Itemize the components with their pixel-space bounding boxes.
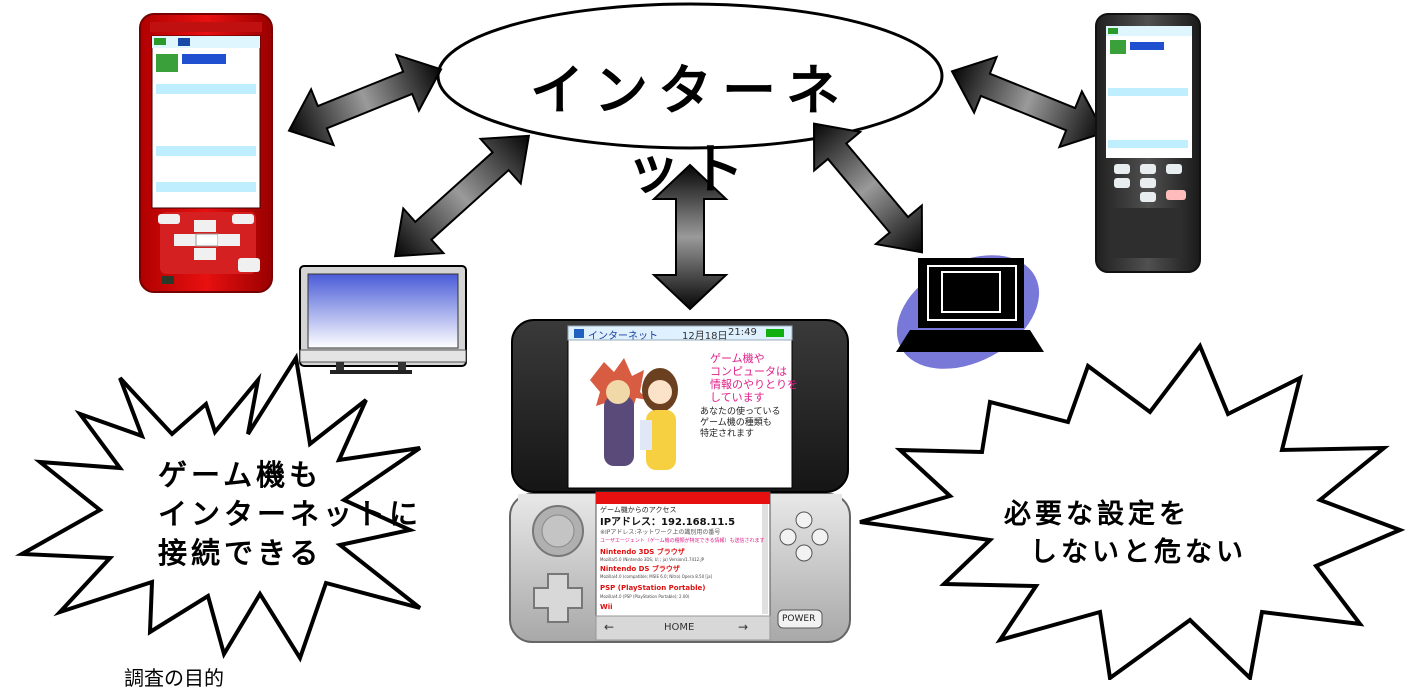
burst-right-line-1: 必要な設定を	[1004, 499, 1190, 530]
bottom-screen-ip: IPアドレス：192.168.11.5	[600, 517, 736, 528]
bottom-screen-entry-3-title: PSP (PlayStation Portable)	[600, 584, 706, 592]
bottom-screen-ip-note: ※IPアドレス:ネットワーク上の識別用の番号	[600, 529, 721, 536]
arrow-tv	[393, 134, 531, 258]
burst-left-line-1: ゲーム機も	[158, 458, 323, 492]
bottom-screen-entry-1-ua: Mozilla/5.0 (Nintendo 3DS; U; ; ja) Vers…	[600, 557, 705, 562]
internet-label: インターネット	[530, 59, 850, 201]
top-screen-note-1: あなたの使っている	[700, 407, 781, 417]
top-screen-message-4: しています	[710, 391, 765, 404]
top-screen-message-1: ゲーム機や	[710, 352, 765, 365]
top-screen-message-3: 情報のやりとりを	[710, 378, 798, 391]
console-top	[511, 319, 849, 493]
tv	[299, 265, 467, 374]
bottom-screen-forward-button[interactable]: →	[738, 620, 749, 634]
bottom-screen-ua: ユーザエージェント（ゲーム機の種類が特定できる情報）も送信されます	[600, 538, 765, 544]
console-bottom	[509, 491, 851, 643]
top-screen-note-2: ゲーム機の種類も	[700, 418, 772, 428]
top-screen-time: 21:49	[728, 327, 757, 338]
bottom-screen-entry-2-title: Nintendo DS ブラウザ	[600, 565, 680, 573]
burst-left-line-2: インターネットに	[158, 497, 423, 531]
arrow-laptop	[813, 122, 923, 254]
top-screen-date: 12月18日	[682, 331, 728, 342]
burst-left	[14, 352, 422, 663]
bottom-screen-back-button[interactable]: ←	[604, 620, 615, 634]
power-button[interactable]: POWER	[782, 614, 816, 624]
burst-right-line-2: しないと危ない	[1030, 537, 1247, 568]
arrow-right-phone	[950, 55, 1106, 149]
burst-right	[859, 342, 1406, 683]
top-screen-message-2: コンピュータは	[710, 365, 787, 378]
bottom-screen-entry-1-title: Nintendo 3DS ブラウザ	[600, 548, 685, 556]
top-screen-header: インターネット	[588, 331, 658, 342]
burst-left-line-3: 接続できる	[158, 536, 323, 570]
arrow-left-phone	[287, 53, 443, 147]
bottom-screen-access: ゲーム機からのアクセス	[600, 506, 677, 514]
top-screen-note-3: 特定されます	[700, 429, 755, 439]
bottom-screen-home-button[interactable]: HOME	[664, 622, 695, 633]
bottom-screen-entry-2-ua: Mozilla/4.0 (compatible; MSIE 6.0; Nitro…	[600, 574, 713, 579]
laptop	[896, 255, 1044, 369]
red-phone	[139, 13, 273, 293]
dark-phone	[1095, 13, 1201, 273]
bottom-screen-entry-4-title: Wii	[600, 603, 613, 611]
bottom-left-caption: 調査の目的	[124, 666, 224, 690]
arrow-console	[651, 163, 729, 311]
bottom-screen-entry-3-ua: Mozilla/4.0 (PSP (PlayStation Portable);…	[600, 594, 690, 599]
